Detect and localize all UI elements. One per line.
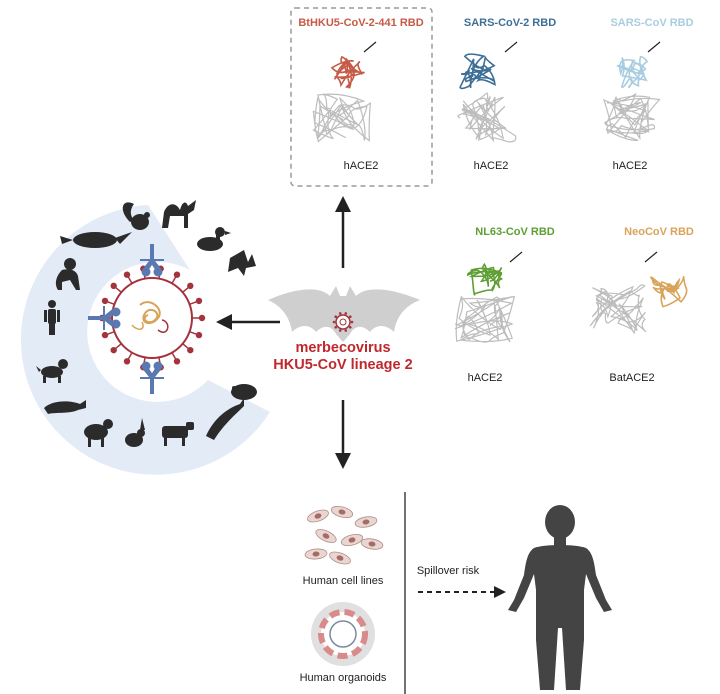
rbd-structure (330, 55, 365, 89)
spillover-label: Spillover risk (416, 565, 480, 577)
receptor-icons (88, 244, 164, 394)
virus-icon (98, 265, 206, 371)
bat-small-icon (228, 250, 256, 276)
title-line2: HKU5-CoV lineage 2 (273, 357, 413, 373)
receptor-structure (454, 295, 516, 343)
title-line1: merbecovirus (295, 340, 391, 356)
receptor-structure (312, 93, 372, 143)
chimpanzee-icon (55, 258, 80, 290)
hamster-icon (231, 384, 257, 400)
human-silhouette (508, 505, 612, 690)
cell-1 (307, 509, 329, 523)
cell-2 (330, 505, 354, 519)
pangolin-icon (60, 232, 132, 248)
dolphin-icon (206, 398, 244, 440)
cell-7 (304, 548, 328, 560)
cow-icon (162, 422, 194, 446)
organoid-image (311, 602, 375, 666)
sheep-icon (84, 419, 113, 447)
receptor-label-1: hACE2 (343, 160, 379, 172)
rabbit-icon (125, 418, 145, 447)
receptor-left (88, 306, 121, 330)
rbd-label-sars2: SARS-CoV-2 RBD (463, 17, 557, 29)
protein-structure-1 (312, 41, 377, 143)
human-small-icon (44, 300, 60, 335)
spillover-arrow (418, 586, 506, 598)
receptor-structure (589, 284, 647, 335)
camel-icon (162, 200, 196, 228)
protein-structure-5 (589, 251, 688, 335)
protein-structure-2 (457, 41, 518, 143)
arrow-left (216, 314, 280, 330)
virus-small-icon (332, 312, 354, 332)
protein-structure-4 (454, 251, 523, 343)
cell-5 (340, 533, 364, 547)
receptor-label-5: BatACE2 (609, 372, 655, 384)
cell-4 (315, 529, 337, 543)
virus-lineage-title: merbecovirus HKU5-CoV lineage 2 (273, 340, 412, 374)
rbd-structure (466, 262, 503, 296)
bat-silhouette (268, 286, 420, 342)
squirrel-icon (122, 202, 150, 230)
cell-8 (329, 551, 351, 565)
dog-icon (36, 359, 68, 383)
receptor-label-2: hACE2 (473, 160, 509, 172)
protein-structure-3 (603, 41, 661, 142)
rbd-label-nl63: NL63-CoV RBD (475, 226, 555, 238)
duck-icon (197, 227, 231, 251)
cell-3 (354, 516, 378, 528)
pointer-line (363, 41, 377, 53)
rbd-structure (649, 276, 688, 308)
pointer-line (504, 41, 518, 53)
receptor-structure (457, 92, 517, 143)
pointer-line (647, 41, 661, 53)
highlight-box (290, 7, 433, 187)
receptor-top (140, 244, 164, 277)
receptor-label-3: hACE2 (612, 160, 648, 172)
ferret-icon (44, 400, 86, 414)
rbd-structure (616, 55, 649, 89)
receptor-label-4: hACE2 (467, 372, 503, 384)
arrow-down (335, 400, 351, 469)
pointer-line (509, 251, 523, 263)
organoids-label: Human organoids (299, 672, 387, 684)
cell-6 (360, 538, 384, 550)
pointer-line (644, 251, 658, 263)
cell-lines-image (304, 505, 384, 565)
arrow-up (335, 196, 351, 268)
rbd-label-neocov: NeoCoV RBD (624, 226, 694, 238)
animal-silhouettes (36, 200, 257, 447)
rbd-label-bthku5: BtHKU5-CoV-2-441 RBD (298, 17, 424, 29)
cell-lines-label: Human cell lines (302, 575, 384, 587)
rbd-structure (459, 53, 496, 90)
receptor-structure (603, 92, 661, 142)
rbd-label-sars: SARS-CoV RBD (610, 17, 694, 29)
receptor-bottom (140, 361, 164, 394)
